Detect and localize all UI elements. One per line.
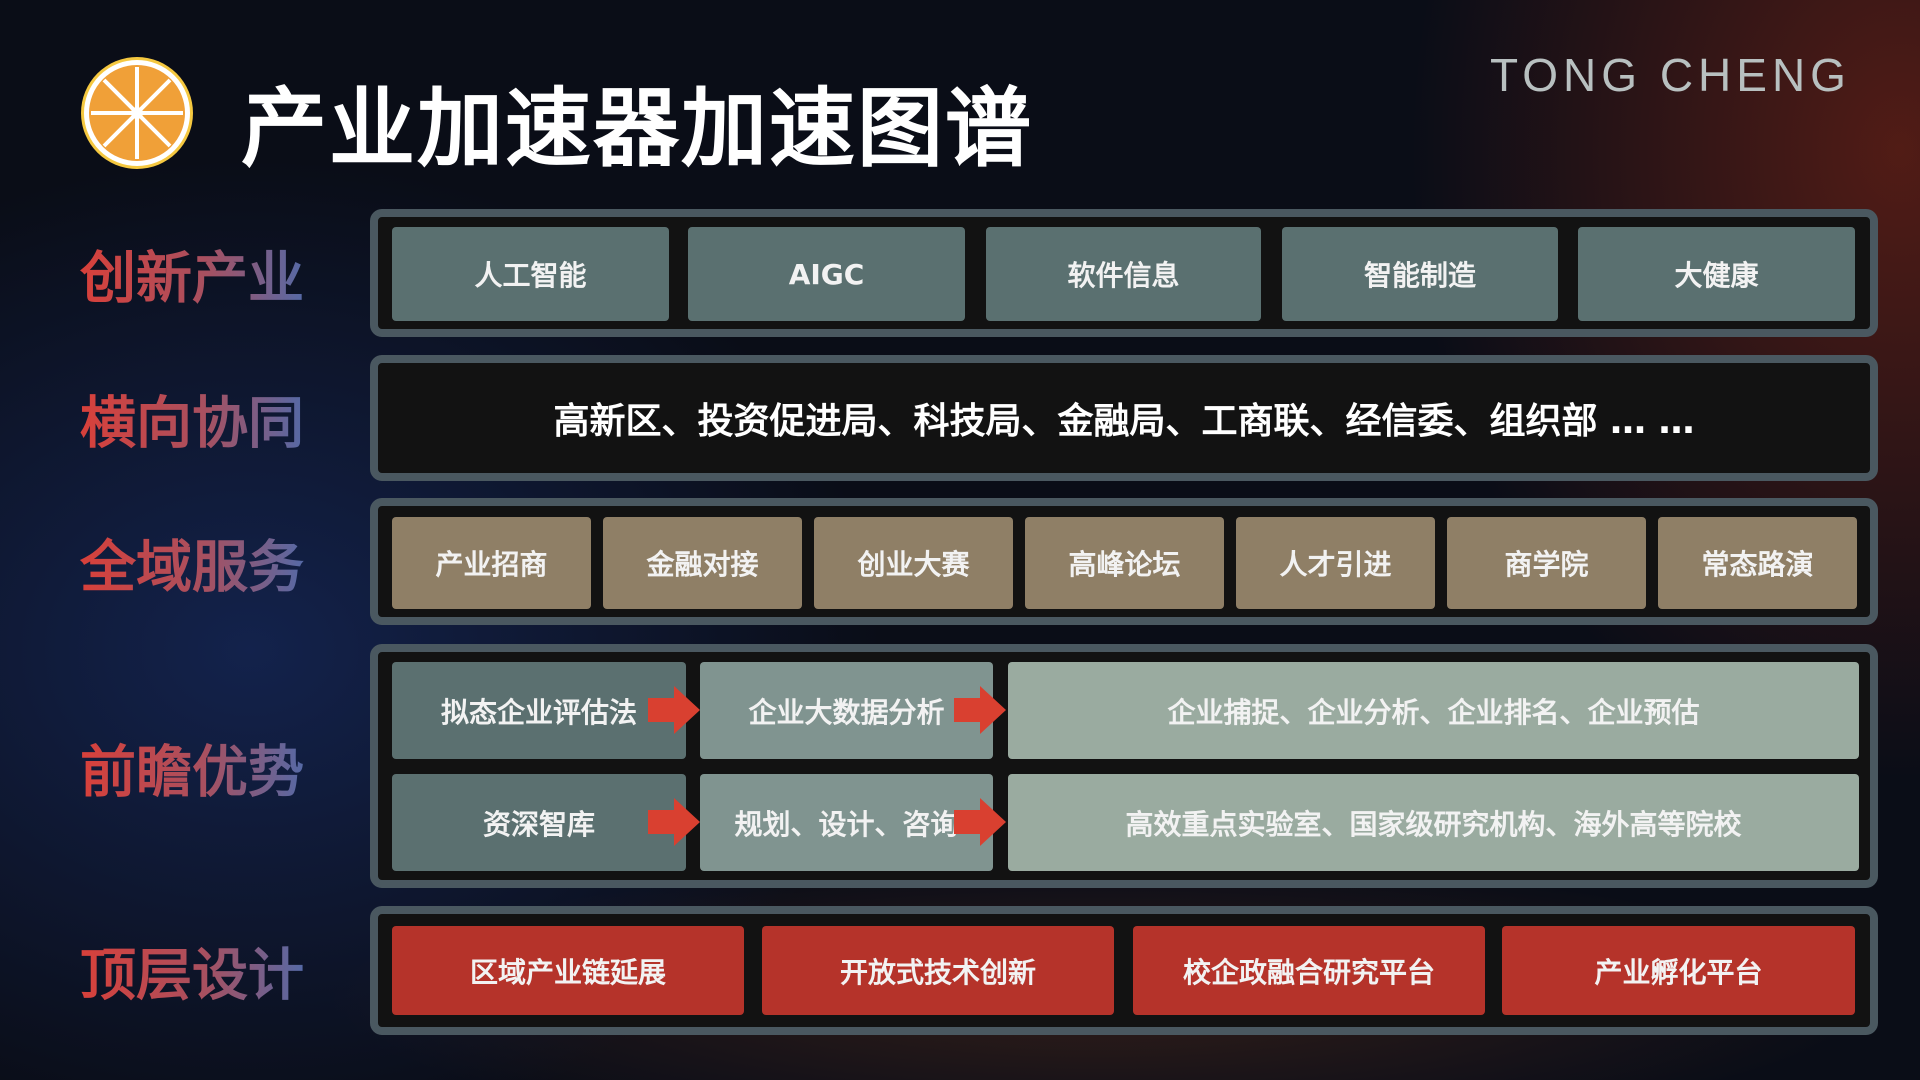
collaboration-panel: 高新区、投资促进局、科技局、金融局、工商联、经信委、组织部 … … — [370, 355, 1878, 481]
outcome-item: 高效重点实验室、国家级研究机构、海外高等院校 — [1008, 774, 1859, 871]
service-item: 产业招商 — [392, 517, 591, 609]
arrow-right-icon — [954, 798, 1006, 846]
collaboration-text: 高新区、投资促进局、科技局、金融局、工商联、经信委、组织部 … … — [553, 401, 1695, 442]
industry-item: 人工智能 — [392, 227, 669, 321]
arrow-right-icon — [954, 686, 1006, 734]
row-label-services: 全域服务 — [80, 523, 330, 604]
innovation-panel: 人工智能 AIGC 软件信息 智能制造 大健康 — [370, 209, 1878, 337]
industry-item: AIGC — [688, 227, 965, 321]
service-item: 创业大赛 — [814, 517, 1013, 609]
row-label-toplevel: 顶层设计 — [80, 931, 330, 1012]
service-item: 金融对接 — [603, 517, 802, 609]
industry-item: 软件信息 — [986, 227, 1261, 321]
row-label-foresight: 前瞻优势 — [80, 728, 330, 809]
page-title: 产业加速器加速图谱 — [241, 79, 1033, 179]
foresight-panel: 拟态企业评估法 企业大数据分析 企业捕捉、企业分析、企业排名、企业预估 资深智库… — [370, 644, 1878, 888]
analysis-item: 企业大数据分析 — [700, 662, 993, 759]
service-item: 商学院 — [1447, 517, 1646, 609]
design-item: 校企政融合研究平台 — [1133, 926, 1485, 1015]
industry-item: 大健康 — [1578, 227, 1855, 321]
design-item: 区域产业链延展 — [392, 926, 744, 1015]
design-item: 产业孵化平台 — [1502, 926, 1855, 1015]
outcome-item: 企业捕捉、企业分析、企业排名、企业预估 — [1008, 662, 1859, 759]
service-item: 高峰论坛 — [1025, 517, 1224, 609]
arrow-right-icon — [648, 686, 700, 734]
service-item: 常态路演 — [1658, 517, 1857, 609]
analysis-item: 规划、设计、咨询 — [700, 774, 993, 871]
service-item: 人才引进 — [1236, 517, 1435, 609]
row-label-innovation: 创新产业 — [80, 234, 330, 315]
design-item: 开放式技术创新 — [762, 926, 1114, 1015]
arrow-right-icon — [648, 798, 700, 846]
services-panel: 产业招商 金融对接 创业大赛 高峰论坛 人才引进 商学院 常态路演 — [370, 498, 1878, 625]
orange-slice-icon — [84, 60, 190, 166]
method-item: 拟态企业评估法 — [392, 662, 686, 759]
toplevel-panel: 区域产业链延展 开放式技术创新 校企政融合研究平台 产业孵化平台 — [370, 906, 1878, 1035]
method-item: 资深智库 — [392, 774, 686, 871]
brand-wordmark: TONG CHENG — [1490, 49, 1851, 101]
industry-item: 智能制造 — [1282, 227, 1558, 321]
row-label-collaboration: 横向协同 — [80, 379, 330, 460]
